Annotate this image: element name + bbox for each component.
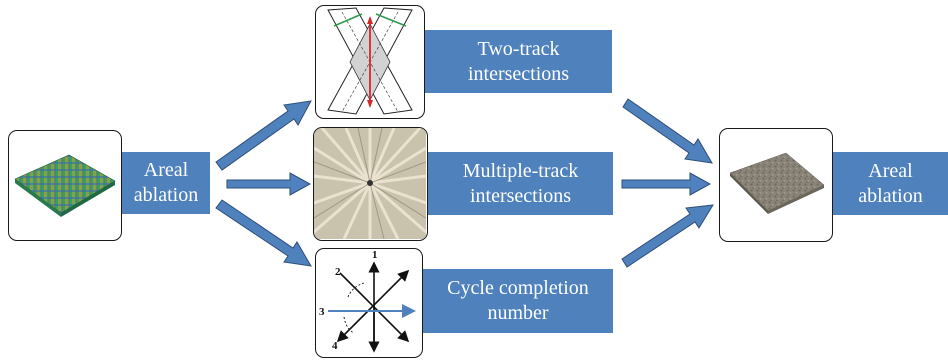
arrow-left-to-top [215,100,312,171]
vector-label-1: 1 [372,249,378,261]
right-image-panel [719,128,833,242]
top-label-box: Two-track intersections [425,30,612,93]
vector-label-2: 2 [335,266,341,278]
arrow-left-to-bottom [215,199,312,267]
top-image-panel [315,5,425,119]
arrow-left-to-middle [226,172,312,196]
arrow-middle-to-right [621,172,712,196]
vector-label-3: 3 [319,306,325,318]
two-track-intersection-diagram [327,7,413,115]
right-label-box: Areal ablation [833,152,948,215]
bottom-image-panel: 1 2 3 4 [315,248,423,358]
middle-label-box: Multiple-track intersections [428,152,613,215]
multiple-track-radial-photo [314,128,427,240]
ablated-surface-icon [729,152,825,214]
middle-image-panel [313,127,428,241]
bottom-label-box: Cycle completion number [423,269,613,333]
areal-ablation-surface-icon [14,154,116,217]
vector-label-4: 4 [332,340,338,352]
left-image-panel [8,130,122,241]
cycle-completion-vector-diagram: 1 2 3 4 [319,249,416,353]
arrow-bottom-to-right [621,204,714,268]
left-label-box: Areal ablation [122,152,210,214]
arrow-top-to-right [622,98,713,164]
